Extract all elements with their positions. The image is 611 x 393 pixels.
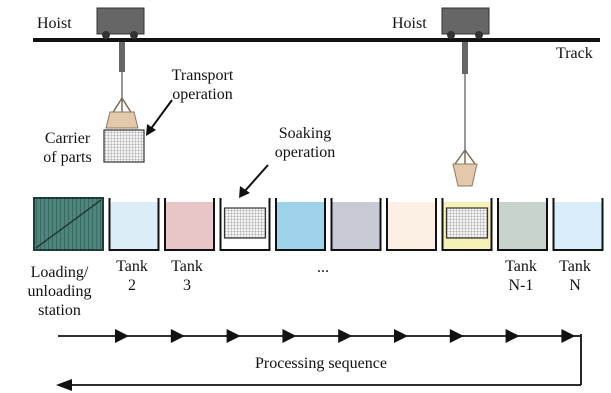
tank-wall <box>275 198 326 251</box>
tank-tank-n-1 <box>497 198 548 251</box>
processing-sequence-path <box>56 329 582 391</box>
tank-tank-3 <box>164 198 215 251</box>
transport-pointer-arrow <box>146 99 173 136</box>
tank-liquid <box>110 202 158 249</box>
tank-wall <box>108 198 160 251</box>
soaking-line-2: operation <box>274 144 336 161</box>
tank-wall <box>441 198 493 251</box>
tank-tank-5 <box>275 198 326 251</box>
carrier-of-parts-icon <box>103 129 145 163</box>
tank-n-label-line-2: N <box>569 277 581 294</box>
tank-wall <box>164 198 215 251</box>
sequence-arrowhead <box>394 329 408 343</box>
gripper-right-icon <box>452 149 478 187</box>
tanks-row <box>33 197 604 251</box>
tank-n-1-label: Tank N-1 <box>495 257 547 295</box>
tank-n-label-line-1: Tank <box>559 258 591 275</box>
loading-line-2: unloading <box>27 283 92 300</box>
sequence-arrowhead <box>505 329 520 343</box>
tank-n-1-label-line-2: N-1 <box>508 277 534 294</box>
soaking-line-1: Soaking <box>278 125 332 142</box>
ellipsis-label: ... <box>317 259 329 276</box>
tank-3-label-line-1: Tank <box>171 258 203 275</box>
carrier-line-2: of parts <box>43 149 92 166</box>
sequence-arrowhead <box>561 329 576 343</box>
sequence-arrowhead <box>115 329 129 343</box>
transport-operation-label: Transport operation <box>150 66 255 104</box>
track-label: Track <box>556 45 593 62</box>
tank-3-label-line-2: 3 <box>183 277 191 294</box>
tank-wall <box>497 198 548 251</box>
tank-wall <box>386 198 437 251</box>
tank-tank-8 <box>441 198 493 251</box>
sequence-arrowhead <box>449 329 464 343</box>
tank-tank-n <box>552 198 604 251</box>
carrier-of-parts-label: Carrier of parts <box>30 129 105 167</box>
sequence-arrowhead <box>226 329 241 343</box>
loading-station-label: Loading/ unloading station <box>12 263 107 320</box>
tank-liquid <box>277 202 324 249</box>
hoist-right <box>441 7 490 150</box>
soaking-carrier-icon <box>445 207 489 239</box>
tank-tank-7 <box>386 198 437 251</box>
sequence-arrowhead <box>338 329 353 343</box>
tank-loading <box>33 197 104 251</box>
tank-liquid <box>332 202 380 249</box>
tank-tank-2 <box>108 198 160 251</box>
soaking-carrier-icon <box>223 207 267 239</box>
loading-line-1: Loading/ <box>30 264 89 281</box>
tank-tank-6 <box>330 198 382 251</box>
soaking-operation-label: Soaking operation <box>255 124 355 162</box>
sequence-arrowhead <box>170 329 185 343</box>
hoist-left <box>96 7 145 98</box>
loading-line-3: station <box>38 302 81 319</box>
tank-wall <box>219 198 271 251</box>
tank-2-label-line-1: Tank <box>116 258 148 275</box>
transport-line-1: Transport <box>171 67 234 84</box>
tank-3-label: Tank 3 <box>163 257 211 295</box>
processing-sequence-label: Processing sequence <box>255 355 387 372</box>
tank-n-1-label-line-1: Tank <box>505 258 537 275</box>
tank-liquid <box>166 202 213 249</box>
tank-liquid <box>554 202 602 249</box>
hoist-left-label: Hoist <box>37 15 72 32</box>
tank-n-label: Tank N <box>551 257 599 295</box>
soaking-pointer-arrow <box>239 164 269 198</box>
tank-wall <box>330 198 382 251</box>
transport-line-2: operation <box>172 86 233 103</box>
hoist-right-label: Hoist <box>392 15 427 32</box>
gripper-left-icon <box>105 97 139 129</box>
tank-2-label-line-2: 2 <box>128 277 136 294</box>
tank-tank-4 <box>219 198 271 251</box>
carrier-line-1: Carrier <box>44 130 91 147</box>
sequence-arrowhead <box>282 329 297 343</box>
tank-liquid <box>499 202 546 249</box>
tank-liquid <box>388 202 435 249</box>
tank-2-label: Tank 2 <box>108 257 156 295</box>
tank-wall <box>552 198 604 251</box>
